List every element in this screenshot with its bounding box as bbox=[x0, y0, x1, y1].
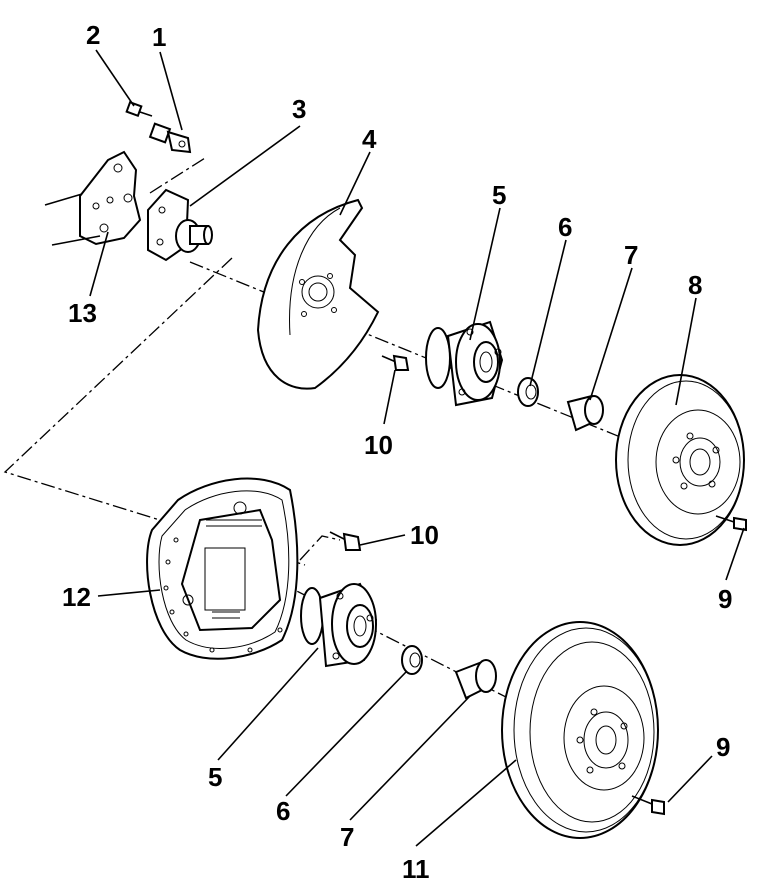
callout-13: 13 bbox=[68, 298, 97, 328]
bolt-9-lower bbox=[631, 795, 665, 816]
sensor-1 bbox=[148, 122, 192, 154]
stub-axle-3 bbox=[147, 188, 213, 262]
callout-7-top: 7 bbox=[624, 240, 638, 270]
dust-cap-7-top bbox=[566, 394, 604, 432]
callout-9-upper: 9 bbox=[718, 584, 732, 614]
wheel-hub-5-lower bbox=[300, 582, 378, 668]
callout-6-top: 6 bbox=[558, 212, 572, 242]
brake-drum-11 bbox=[501, 621, 659, 839]
hub-nut-6-lower bbox=[401, 645, 423, 675]
callout-6-lower: 6 bbox=[276, 796, 290, 826]
mounting-plate-13 bbox=[44, 150, 142, 246]
leader-lines bbox=[89, 49, 745, 847]
bolt-10-top bbox=[381, 354, 410, 371]
bolt-10-lower bbox=[329, 531, 362, 551]
callout-1: 1 bbox=[152, 22, 166, 52]
dust-cap-7-lower bbox=[454, 659, 497, 700]
callout-11: 11 bbox=[402, 854, 430, 884]
bolt-2 bbox=[125, 100, 153, 118]
callout-8: 8 bbox=[688, 270, 702, 300]
callout-4: 4 bbox=[362, 124, 377, 154]
callout-9-lower: 9 bbox=[716, 732, 730, 762]
callout-3: 3 bbox=[292, 94, 306, 124]
callout-2: 2 bbox=[86, 20, 100, 50]
callout-7-lower: 7 bbox=[340, 822, 354, 852]
drum-brake-backing-plate-12 bbox=[146, 477, 299, 660]
wheel-hub-5-top bbox=[425, 320, 504, 407]
callout-10-lower: 10 bbox=[410, 520, 439, 550]
callout-12: 12 bbox=[62, 582, 91, 612]
callout-5-lower: 5 bbox=[208, 762, 222, 792]
splash-shield-4 bbox=[256, 198, 380, 390]
bolt-9-upper bbox=[715, 515, 747, 532]
brake-disc-8 bbox=[615, 374, 745, 546]
callout-5-top: 5 bbox=[492, 180, 506, 210]
callout-10-top: 10 bbox=[364, 430, 393, 460]
hub-nut-6-top bbox=[517, 377, 539, 407]
